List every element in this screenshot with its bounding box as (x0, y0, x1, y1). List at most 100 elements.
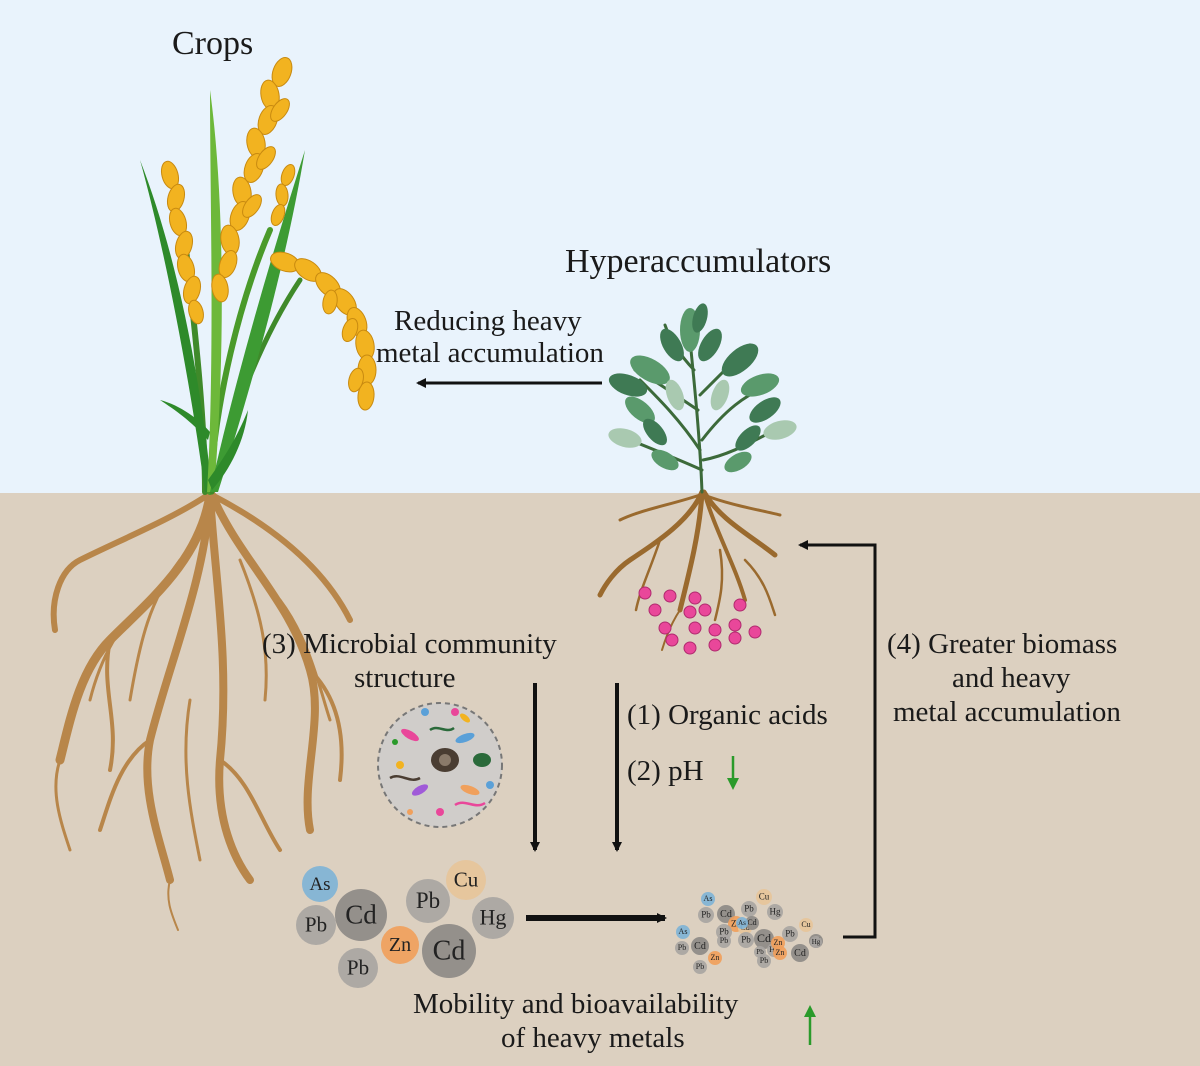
biomass-label-line1: (4) Greater biomass (887, 628, 1117, 660)
small-metal-circle-6 (676, 925, 690, 939)
small-metal-as-12: As (736, 917, 748, 929)
biomass-label-line3: metal accumulation (893, 696, 1121, 728)
small-metal-circle-25 (757, 954, 771, 968)
soil-background (0, 493, 1200, 1066)
large-metal-label-1: Pb (305, 912, 327, 936)
small-metal-as-6: As (676, 925, 690, 939)
large-metal-label-0: As (309, 874, 330, 895)
large-metal-circle-4 (406, 879, 450, 923)
small-metal-label-8: Cd (747, 918, 756, 927)
small-metal-circle-15 (717, 934, 731, 948)
microbial-community-icon (377, 702, 503, 828)
small-metal-label-0: As (704, 894, 713, 903)
small-metal-circle-9 (767, 904, 783, 920)
mobility-label-line2: of heavy metals (501, 1022, 685, 1054)
large-metal-label-8: Pb (347, 955, 369, 979)
small-metal-label-27: Cd (794, 948, 806, 959)
small-metal-hg-21: Hg (810, 936, 822, 948)
small-metal-zn-23: Zn (708, 951, 722, 965)
large-metal-pb-1: Pb (296, 905, 336, 945)
small-metal-label-9: Hg (770, 907, 781, 917)
large-metal-as-0: As (302, 866, 338, 902)
small-metal-label-1: Pb (701, 910, 711, 920)
small-metal-circle-26 (773, 946, 787, 960)
grain-panicle-2 (211, 57, 293, 303)
small-metal-pb-28: Pb (693, 960, 707, 974)
small-metal-circle-24 (691, 937, 709, 955)
small-metal-label-19: Pb (678, 943, 686, 952)
small-metal-circle-2 (756, 889, 772, 905)
small-metal-label-20: Zn (774, 938, 783, 947)
small-metal-cd-24: Cd (691, 937, 709, 955)
small-metal-pb-25: Pb (757, 954, 771, 968)
hyperaccumulator-leaves (608, 303, 797, 473)
root-exudates (638, 586, 762, 655)
small-metal-circle-14 (754, 929, 774, 949)
small-metal-label-3: Pb (744, 904, 754, 914)
green-indicator-arrows (727, 756, 816, 1045)
large-metal-circle-3 (446, 860, 486, 900)
small-metal-cluster: AsPbCuPbCdZnAsCuCdHgPbCuAsPbCdPbPbHgCdPb… (675, 889, 823, 974)
large-metal-label-6: Zn (389, 934, 411, 956)
large-metal-label-2: Cd (345, 899, 377, 929)
reducing-label-line1: Reducing heavy (394, 305, 582, 337)
small-metal-zn-26: Zn (773, 946, 787, 960)
small-metal-circle-23 (708, 951, 722, 965)
reducing-label-line2: metal accumulation (376, 337, 604, 369)
small-metal-circle-12 (736, 917, 748, 929)
large-metal-cu-3: Cu (446, 860, 486, 900)
large-metal-circle-1 (296, 905, 336, 945)
small-metal-circle-16 (782, 926, 798, 942)
small-metal-label-4: Cd (720, 909, 732, 920)
small-metal-label-13: Pb (741, 935, 751, 945)
small-metal-circle-21 (810, 936, 822, 948)
small-metal-cd-8: Cd (745, 916, 759, 930)
grain-panicle-1 (160, 160, 204, 325)
small-metal-cd-14: Cd (754, 929, 774, 949)
crops-title: Crops (172, 25, 253, 62)
flow-arrows (416, 378, 877, 939)
hyperaccumulator-roots (597, 489, 782, 651)
small-metal-pb-19: Pb (675, 941, 689, 955)
large-metal-circle-6 (381, 926, 419, 964)
large-metal-label-7: Cd (433, 936, 466, 967)
large-metal-cd-7: Cd (422, 924, 476, 978)
small-metal-pb-1: Pb (698, 907, 714, 923)
small-metal-label-23: Zn (711, 953, 720, 962)
small-metal-circle-3 (741, 901, 757, 917)
small-metal-pb-13: Pb (738, 932, 754, 948)
small-metal-circle-27 (791, 944, 809, 962)
small-metal-label-12: As (738, 919, 746, 927)
small-metal-circle-19 (675, 941, 689, 955)
small-metal-cd-27: Cd (791, 944, 809, 962)
small-metal-hg-9: Hg (767, 904, 783, 920)
grain-panicle-4 (270, 251, 377, 411)
large-metal-cd-2: Cd (335, 889, 387, 941)
large-metal-circle-8 (338, 948, 378, 988)
small-metal-cu-2: Cu (756, 889, 772, 905)
small-metal-label-11: Cu (801, 920, 810, 929)
small-metal-as-0: As (701, 892, 715, 906)
grain-panicle-3 (270, 163, 296, 227)
microbial-label-line2: structure (354, 662, 455, 694)
small-metal-label-24: Cd (694, 941, 706, 952)
small-metal-label-26: Zn (776, 948, 785, 957)
arrow-feedback (798, 540, 877, 939)
small-metal-circle-11 (799, 918, 813, 932)
small-metal-label-6: As (679, 927, 688, 936)
small-metal-label-10: Pb (719, 927, 729, 937)
large-metal-circle-7 (422, 924, 476, 978)
small-metal-pb-3: Pb (741, 901, 757, 917)
small-metal-circle-28 (693, 960, 707, 974)
large-metal-hg-5: Hg (472, 897, 514, 939)
small-metal-label-28: Pb (696, 962, 704, 971)
small-metal-circle-8 (745, 916, 759, 930)
small-metal-label-14: Cd (757, 931, 771, 945)
small-metal-label-15: Pb (720, 936, 728, 945)
small-metal-label-2: Cu (759, 892, 770, 902)
small-metal-circle-0 (701, 892, 715, 906)
large-metal-circle-0 (302, 866, 338, 902)
small-metal-label-21: Hg (812, 938, 821, 946)
